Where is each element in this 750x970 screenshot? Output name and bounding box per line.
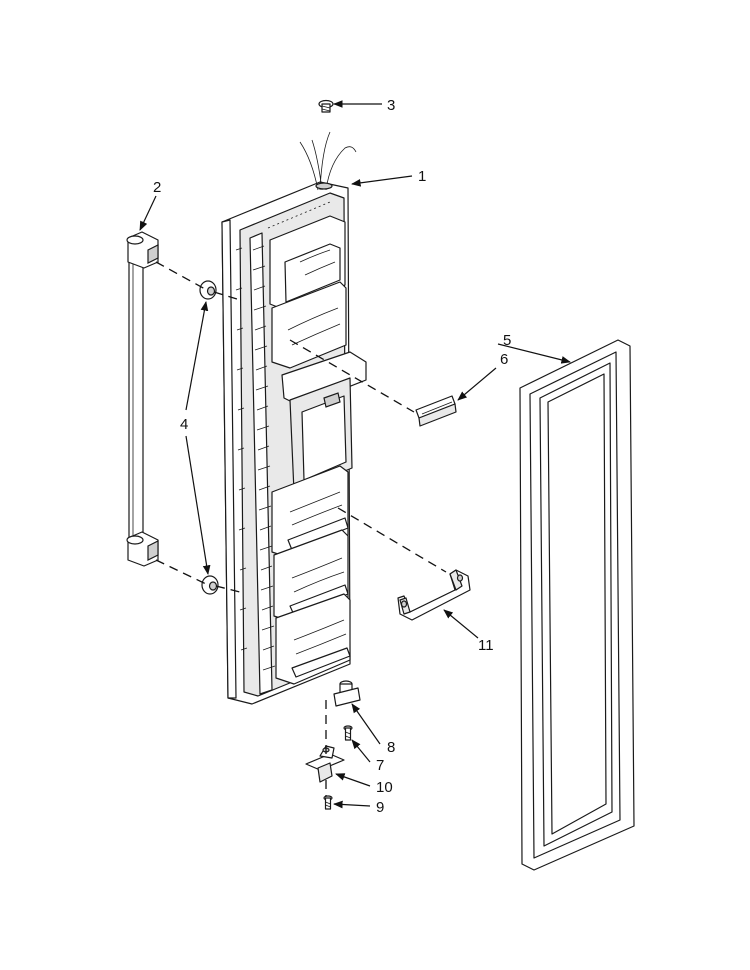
dispenser-housing	[281, 351, 367, 493]
lower-hinge-pin-bushing[interactable]	[333, 680, 361, 707]
door-handle[interactable]	[126, 231, 159, 567]
liner-gasket-channel	[235, 232, 276, 695]
lower-door-bin-3	[275, 593, 351, 685]
wiring-harness	[299, 131, 357, 191]
callout-11: 11	[478, 637, 494, 654]
lower-hinge-bracket[interactable]	[305, 745, 345, 783]
hinge-screw-top[interactable]	[318, 99, 334, 113]
callout-8: 8	[387, 739, 395, 756]
handle-mounting-stud-lower[interactable]	[201, 575, 219, 595]
callout-9: 9	[376, 799, 384, 816]
callout-4: 4	[180, 416, 188, 433]
dispenser-trim-insert[interactable]	[415, 395, 457, 427]
door-assembly[interactable]	[221, 131, 367, 705]
callout-5: 5	[503, 332, 511, 349]
callout-6: 6	[500, 351, 508, 368]
hinge-screw-9[interactable]	[323, 795, 333, 810]
callout-1: 1	[418, 168, 426, 185]
callout-7: 7	[376, 757, 384, 774]
hinge-screw-7[interactable]	[343, 725, 353, 741]
upper-door-bin-1	[269, 215, 346, 311]
callout-2: 2	[153, 179, 161, 196]
callout-labels: 1 2 3 4 5 6 7 8 9 10 11	[153, 97, 511, 816]
door-gasket[interactable]	[519, 339, 635, 871]
callout-leaders	[139, 100, 571, 809]
callout-3: 3	[387, 97, 395, 114]
door-shelf-bin[interactable]	[397, 569, 471, 621]
handle-mounting-stud-upper[interactable]	[199, 280, 217, 300]
assembly-guide-lines	[155, 261, 447, 796]
callout-10: 10	[376, 779, 393, 796]
